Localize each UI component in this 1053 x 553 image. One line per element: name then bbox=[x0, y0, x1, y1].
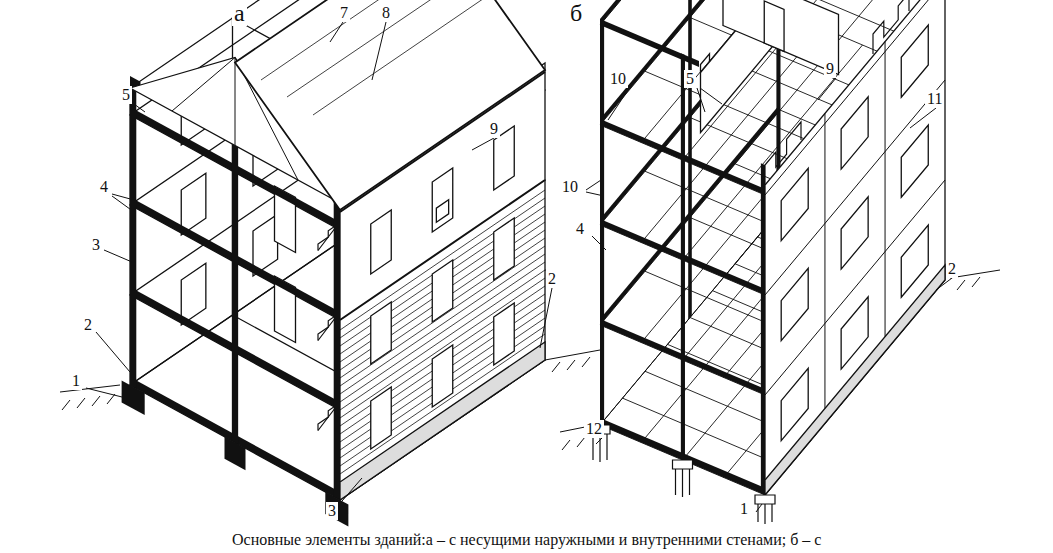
callout-number: 9 bbox=[824, 60, 836, 78]
callout-number: 8 bbox=[380, 4, 392, 22]
callout-number: 1 bbox=[738, 500, 750, 518]
callout-number: 2 bbox=[82, 316, 94, 334]
callout-number: 3 bbox=[90, 236, 102, 254]
figure-letter: б bbox=[568, 0, 584, 26]
callout-number: 4 bbox=[98, 178, 110, 196]
callout-number: 3 bbox=[326, 502, 338, 520]
callout-number: 2 bbox=[946, 260, 958, 278]
figure-letter: а bbox=[232, 0, 247, 26]
figure-caption: Основные элементы зданий:а – с несущими … bbox=[232, 531, 821, 549]
callout-number: 11 bbox=[925, 90, 944, 108]
callout-number: 10 bbox=[608, 70, 628, 88]
callout-number: 10 bbox=[560, 178, 580, 196]
callout-number: 9 bbox=[488, 120, 500, 138]
callout-number: 4 bbox=[574, 220, 586, 238]
callout-number: 2 bbox=[546, 270, 558, 288]
callout-number: 5 bbox=[120, 86, 132, 104]
callout-number: 7 bbox=[338, 4, 350, 22]
callout-number: 1 bbox=[70, 372, 82, 390]
callout-number: 5 bbox=[684, 70, 696, 88]
callout-number: 12 bbox=[584, 420, 604, 438]
